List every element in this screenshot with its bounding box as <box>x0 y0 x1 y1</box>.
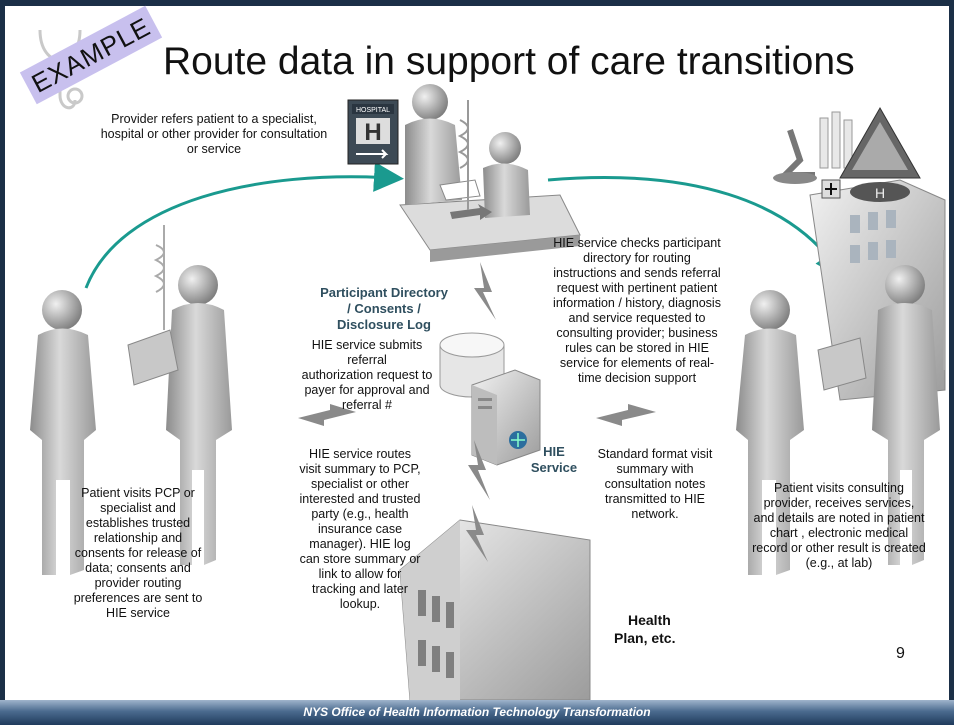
footer-bar <box>0 700 954 725</box>
hospital-sign-icon: HOSPITAL H <box>347 99 399 165</box>
diagram-artwork: HOSPITAL H <box>30 29 946 700</box>
patient-figure-right <box>736 290 804 575</box>
slide-title: Route data in support of care transition… <box>163 40 855 83</box>
patient-figure-left <box>30 290 96 575</box>
server-icon <box>471 369 541 466</box>
referral-arc-left <box>84 161 404 289</box>
network-link-icons <box>298 262 656 562</box>
participant-directory-label: Participant Directory / Consents / Discl… <box>320 285 448 332</box>
health-plan-building-icon <box>399 519 591 700</box>
standard-format-text: Standard format visit summary with consu… <box>597 447 713 521</box>
consultation-scene-icon <box>399 84 581 262</box>
doctor-figure-left <box>127 225 232 565</box>
referral-arc-right <box>547 176 845 280</box>
directory-check-text: HIE service checks participant directory… <box>553 236 721 385</box>
routes-summary-text: HIE service routes visit summary to PCP,… <box>299 447 421 611</box>
right-border <box>949 0 954 700</box>
footer-text: NYS Office of Health Information Technol… <box>303 705 651 719</box>
page-number: 9 <box>896 645 905 662</box>
patient-visits-consulting-text: Patient visits consulting provider, rece… <box>752 481 926 570</box>
hie-service-label: HIE Service <box>530 444 578 475</box>
health-plan-label: Health Plan, etc. <box>614 612 676 646</box>
svg-text:HOSPITAL: HOSPITAL <box>356 107 390 114</box>
top-border <box>0 0 954 6</box>
authorization-request-text: HIE service submits referral authorizati… <box>301 338 433 412</box>
provider-refers-text: Provider refers patient to a specialist,… <box>100 112 328 156</box>
svg-text:H: H <box>875 185 885 201</box>
left-border <box>0 0 5 700</box>
patient-visits-pcp-text: Patient visits PCP or specialist and est… <box>73 486 203 620</box>
svg-text:H: H <box>364 119 381 146</box>
lab-equipment-icon <box>773 106 921 184</box>
doctor-figure-right <box>817 250 945 565</box>
